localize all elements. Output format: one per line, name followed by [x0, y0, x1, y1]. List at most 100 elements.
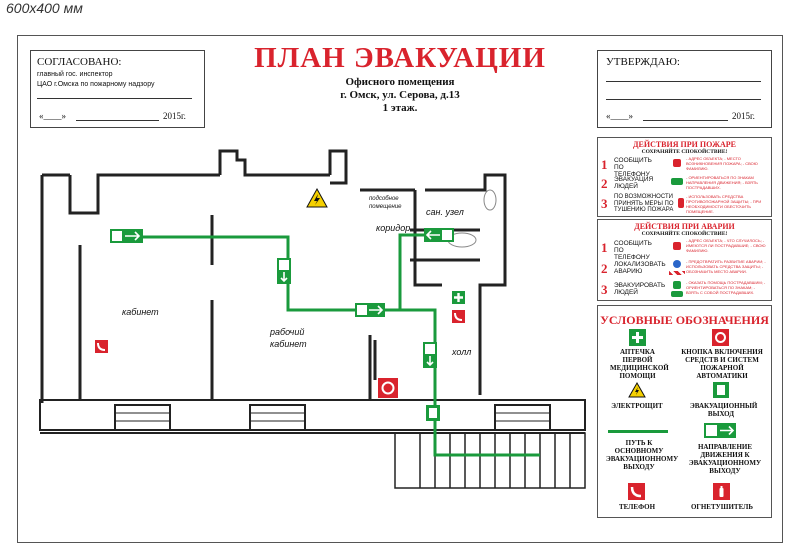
room-label-utility-2: помещение	[369, 204, 402, 210]
first-aid-icon	[452, 291, 465, 304]
accident-row-note: - ПРЕДОТВРАТИТЬ РАЗВИТИЕ АВАРИИ; - ИСПОЛ…	[686, 259, 766, 274]
sign-frame	[17, 35, 783, 543]
approval-right-date-line	[643, 120, 728, 121]
legend-label-fire-extinguisher: ОГНЕТУШИТЕЛЬ	[690, 503, 754, 511]
first-aid-icon	[629, 329, 646, 346]
fire-alarm-button-icon	[378, 378, 398, 398]
electrical-panel-icon	[305, 187, 329, 209]
room-label-office: кабинет	[122, 307, 159, 317]
fire-row-3: 3 ПО ВОЗМОЖНОСТИ ПРИНЯТЬ МЕРЫ ПО ТУШЕНИЮ…	[601, 194, 769, 216]
legend-label-evacuation-path: ПУТЬ К ОСНОВНОМУ ЭВАКУАЦИОННОМУ ВЫХОДУ	[606, 439, 679, 471]
phone-icon	[95, 340, 108, 353]
fire-row-text: ЭВАКУАЦИЯ ЛЮДЕЙ	[614, 176, 654, 190]
accident-row-note: - АДРЕС ОБЪЕКТА; - ЧТО СЛУЧИЛОСЬ; - ИМЕЮ…	[686, 238, 766, 253]
evacuation-path	[110, 233, 540, 457]
room-label-hall: холл	[452, 347, 472, 357]
size-label: 600x400 мм	[6, 0, 83, 16]
approval-left-line2: ЦАО г.Омска по пожарному надзору	[37, 81, 155, 88]
legend-panel: УСЛОВНЫЕ ОБОЗНАЧЕНИЯ АПТЕЧКА ПЕРВОЙ МЕДИ…	[597, 305, 772, 518]
accident-row-3: 3 ЭВАКУИРОВАТЬ ЛЮДЕЙ - ОКАЗАТЬ ПОМОЩЬ ПО…	[601, 280, 769, 300]
fire-row-num: 2	[601, 176, 608, 191]
phone-icon	[452, 310, 465, 323]
fire-row-note: - ОРИЕНТИРОВАТЬСЯ ПО ЗНАКАМ НАПРАВЛЕНИЯ …	[686, 175, 758, 190]
evacuation-path-icon	[608, 430, 668, 433]
accident-row-num: 3	[601, 282, 608, 297]
accident-row-2: 2 ЛОКАЛИЗОВАТЬ АВАРИЮ - ПРЕДОТВРАТИТЬ РА…	[601, 259, 769, 279]
accident-row-num: 2	[601, 261, 608, 276]
fire-panel-title: ДЕЙСТВИЯ ПРИ ПОЖАРЕ	[633, 140, 736, 149]
room-label-corridor: коридор	[376, 223, 411, 233]
legend-label-exit-direction: НАПРАВЛЕНИЕ ДВИЖЕНИЯ К ЭВАКУАЦИОННОМУ ВЫ…	[688, 443, 762, 475]
legend-title: УСЛОВНЫЕ ОБОЗНАЧЕНИЯ	[600, 313, 769, 327]
approval-right-date-prefix: «____»	[606, 111, 633, 121]
approval-right-heading: УТВЕРЖДАЮ:	[606, 56, 680, 68]
approval-left-date-prefix: «____»	[39, 111, 66, 121]
accident-row-note: - ОКАЗАТЬ ПОМОЩЬ ПОСТРАДАВШИМ; - ОРИЕНТИ…	[686, 280, 766, 295]
info-icon	[673, 260, 681, 268]
emergency-exit-icon	[713, 382, 729, 398]
legend-label-first-aid: АПТЕЧКА ПЕРВОЙ МЕДИЦИНСКОЙ ПОМОЩИ	[610, 348, 669, 380]
approval-right-date-suffix: 2015г.	[732, 111, 755, 121]
outer-wall-bottom	[39, 399, 586, 434]
wc-fixtures	[447, 189, 497, 248]
fire-row-num: 1	[601, 157, 608, 172]
accident-row-num: 1	[601, 240, 608, 255]
accident-row-text: ЭВАКУИРОВАТЬ ЛЮДЕЙ	[614, 282, 666, 296]
phone-icon	[673, 159, 681, 167]
fire-extinguisher-icon	[713, 483, 730, 500]
accident-row-1: 1 СООБЩИТЬ ПО ТЕЛЕФОНУ - АДРЕС ОБЪЕКТА; …	[601, 238, 769, 261]
exit-direction-icon	[671, 291, 683, 297]
exit-direction-icon	[704, 423, 736, 438]
electrical-panel-icon	[628, 382, 646, 398]
room-label-wc: сан. узел	[426, 207, 464, 217]
approval-right-line2	[606, 99, 761, 100]
room-label-workroom-1: рабочий	[270, 327, 305, 337]
phone-icon	[628, 483, 645, 500]
approval-left-heading: СОГЛАСОВАНО:	[37, 56, 122, 68]
accident-actions-panel: ДЕЙСТВИЯ ПРИ АВАРИИ СОХРАНЯЙТЕ СПОКОЙСТВ…	[597, 219, 772, 301]
room-label-workroom-2: кабинет	[270, 339, 307, 349]
room-label-utility-1: подсобное	[369, 196, 399, 202]
approval-left-date-line	[76, 120, 159, 121]
exit-direction-icon	[277, 258, 291, 284]
legend-label-electrical-panel: ЭЛЕКТРОЩИТ	[611, 402, 663, 410]
fire-actions-panel: ДЕЙСТВИЯ ПРИ ПОЖАРЕ СОХРАНЯЙТЕ СПОКОЙСТВ…	[597, 137, 772, 217]
hazard-tape-icon	[669, 271, 685, 275]
approval-left-line1: главный гос. инспектор	[37, 71, 113, 78]
emergency-exit-icon	[426, 405, 440, 421]
legend-label-emergency-exit: ЭВАКУАЦИОННЫЙ ВЫХОД	[690, 402, 758, 418]
approval-left-date-suffix: 2015г.	[163, 111, 186, 121]
fire-alarm-button-icon	[712, 329, 729, 346]
approval-left-box: СОГЛАСОВАНО: главный гос. инспектор ЦАО …	[30, 50, 205, 128]
exit-direction-icon	[110, 229, 143, 243]
walls	[40, 149, 507, 403]
fire-row-text: ПО ВОЗМОЖНОСТИ ПРИНЯТЬ МЕРЫ ПО ТУШЕНИЮ П…	[614, 194, 674, 213]
legend-label-phone: ТЕЛЕФОН	[618, 503, 656, 511]
accident-row-text: СООБЩИТЬ ПО ТЕЛЕФОНУ	[614, 240, 652, 261]
first-aid-icon	[673, 281, 681, 289]
exit-direction-icon	[423, 342, 437, 368]
fire-row-note: - АДРЕС ОБЪЕКТА; - МЕСТО ВОЗНИКНОВЕНИЯ П…	[686, 156, 758, 171]
plan-title: ПЛАН ЭВАКУАЦИИ	[254, 42, 546, 74]
accident-panel-subtitle: СОХРАНЯЙТЕ СПОКОЙСТВИЕ!	[641, 231, 728, 237]
stairs	[394, 432, 586, 489]
fire-extinguisher-icon	[678, 198, 684, 208]
exit-direction-icon	[671, 178, 683, 185]
approval-right-line1	[606, 81, 761, 82]
fire-row-num: 3	[601, 196, 608, 211]
exit-direction-icon	[424, 228, 454, 242]
phone-icon	[673, 242, 681, 250]
subtitle-line3: 1 этаж.	[382, 102, 418, 114]
accident-panel-title: ДЕЙСТВИЯ ПРИ АВАРИИ	[634, 222, 735, 231]
subtitle-line2: г. Омск, ул. Серова, д.13	[340, 89, 460, 101]
exit-direction-icon	[355, 303, 385, 317]
subtitle-line1: Офисного помещения	[345, 76, 455, 88]
fire-row-1: 1 СООБЩИТЬ ПО ТЕЛЕФОНУ - АДРЕС ОБЪЕКТА; …	[601, 156, 769, 178]
approval-right-box: УТВЕРЖДАЮ: «____» 2015г.	[597, 50, 772, 128]
fire-panel-subtitle: СОХРАНЯЙТЕ СПОКОЙСТВИЕ!	[641, 149, 728, 155]
fire-row-note: - ИСПОЛЬЗОВАТЬ СРЕДСТВА ПРОТИВОПОЖАРНОЙ …	[686, 194, 762, 214]
plan-subtitle: Офисного помещения г. Омск, ул. Серова, …	[230, 76, 570, 115]
floor-plan	[39, 149, 586, 489]
approval-left-signature-line	[37, 98, 192, 99]
fire-row-2: 2 ЭВАКУАЦИЯ ЛЮДЕЙ - ОРИЕНТИРОВАТЬСЯ ПО З…	[601, 175, 769, 193]
